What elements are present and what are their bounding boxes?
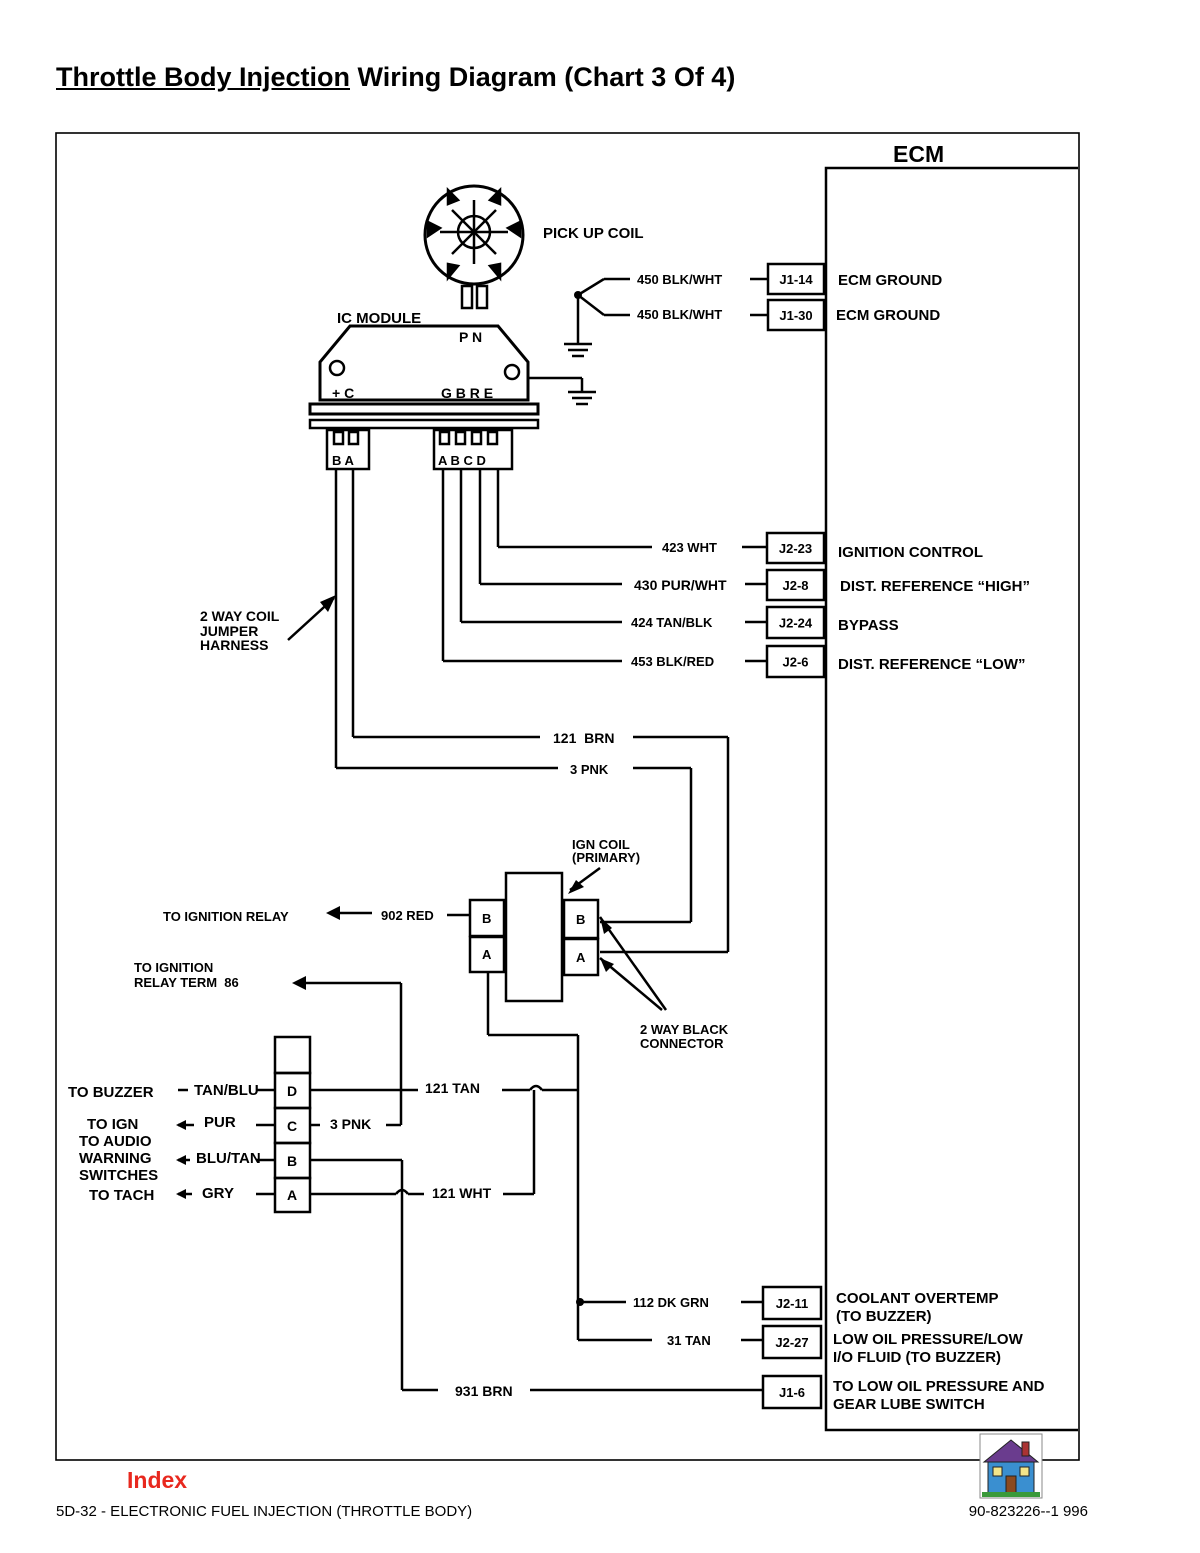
ecm-ground-wiring xyxy=(564,277,768,358)
ecm-pin-box xyxy=(761,1285,823,1321)
ecm-pin-description: ECM GROUND xyxy=(836,307,940,324)
to-ignition-relay: TO IGNITION RELAY xyxy=(163,909,289,924)
module-connector-wires xyxy=(287,469,767,954)
buzzer-color-1: TAN/BLU xyxy=(194,1082,259,1099)
wire-902: 902 RED xyxy=(381,908,434,923)
index-link[interactable]: Index xyxy=(127,1467,188,1493)
black-connector-line2: CONNECTOR xyxy=(640,1036,724,1051)
ecm-pin-box xyxy=(766,298,826,332)
buzzer-pin-a: A xyxy=(287,1187,297,1203)
jumper-harness-line3: HARNESS xyxy=(200,637,268,653)
ecm-pin-box xyxy=(766,262,826,296)
ecm-pin-label: J2-24 xyxy=(779,616,813,631)
jumper-harness-line1: 2 WAY COIL xyxy=(200,608,280,624)
wire-450-a: 450 BLK/WHT xyxy=(637,272,722,287)
wire-423: 423 WHT xyxy=(662,540,717,555)
home-icon[interactable] xyxy=(978,1432,1044,1500)
ecm-pin-box xyxy=(765,531,826,565)
ecm-pin-description: (TO BUZZER) xyxy=(836,1308,932,1325)
ic-pins-right: G B R E xyxy=(441,385,493,401)
wire-112: 112 DK GRN xyxy=(633,1295,709,1310)
diagram-frame xyxy=(55,132,1080,1461)
wire-121-wht: 121 WHT xyxy=(432,1185,492,1201)
buzzer-pin-d: D xyxy=(287,1083,297,1099)
coil-pin-left-a: A xyxy=(482,947,492,962)
wire-121-tan: 121 TAN xyxy=(425,1080,480,1096)
ecm-pin-description: ECM GROUND xyxy=(838,272,942,289)
buzzer-extra-2: TO TACH xyxy=(89,1187,154,1204)
to-ign-relay-term-line1: TO IGNITION xyxy=(134,960,213,975)
coil-pin-right-a: A xyxy=(576,950,586,965)
ecm-pin-box xyxy=(761,1324,823,1360)
plug-right-pins: A B C D xyxy=(438,453,486,468)
wire-453: 453 BLK/RED xyxy=(631,654,714,669)
buzzer-pin-b: B xyxy=(287,1153,297,1169)
page-title: Throttle Body Injection Wiring Diagram (… xyxy=(56,62,735,93)
ecm-pin-box xyxy=(765,644,826,679)
ecm-pin-label: J2-6 xyxy=(782,655,808,670)
ecm-pin-description: DIST. REFERENCE “LOW” xyxy=(838,656,1026,673)
ecm-pin-label: J2-11 xyxy=(776,1296,809,1311)
coil-pin-left-b: B xyxy=(482,911,491,926)
ecm-title: ECM xyxy=(893,141,944,167)
buzzer-dest-4: WARNING xyxy=(79,1150,152,1167)
wire-424: 424 TAN/BLK xyxy=(631,615,713,630)
jumper-harness-line2: JUMPER xyxy=(200,623,258,639)
footer-right: 90-823226--1 996 xyxy=(968,1503,1088,1520)
ecm-pin-label: J2-27 xyxy=(775,1335,808,1350)
buzzer-connector-symbol xyxy=(178,981,763,1392)
ecm-pin-description: LOW OIL PRESSURE/LOW xyxy=(833,1331,1024,1348)
ecm-pin-label: J2-8 xyxy=(782,578,808,593)
wire-31: 31 TAN xyxy=(667,1333,711,1348)
ecm-pin-group xyxy=(761,262,826,1410)
pickup-coil-symbol xyxy=(423,184,525,310)
wire-121-brn: 121 BRN xyxy=(553,730,614,746)
ecm-pin-description: I/O FLUID (TO BUZZER) xyxy=(833,1349,1001,1366)
buzzer-color-3: BLU/TAN xyxy=(196,1150,261,1167)
buzzer-dest-3: TO AUDIO xyxy=(79,1133,152,1150)
buzzer-extra-1: SWITCHES xyxy=(79,1167,158,1184)
ecm-pin-description: IGNITION CONTROL xyxy=(838,544,983,561)
plug-left-pins: B A xyxy=(332,453,355,468)
black-connector-line1: 2 WAY BLACK xyxy=(640,1022,729,1037)
ecm-pin-label: J2-23 xyxy=(779,541,812,556)
ign-coil-symbol xyxy=(330,866,763,1342)
wire-430: 430 PUR/WHT xyxy=(634,577,727,593)
ecm-pin-description: GEAR LUBE SWITCH xyxy=(833,1396,985,1413)
buzzer-color-2: PUR xyxy=(204,1114,236,1131)
to-ign-relay-term-line2: RELAY TERM 86 xyxy=(134,975,239,990)
buzzer-dest-2: TO IGN xyxy=(87,1116,138,1133)
title-underlined: Throttle Body Injection xyxy=(56,62,350,92)
ecm-pin-description: DIST. REFERENCE “HIGH” xyxy=(840,578,1030,595)
ic-pin-left: + C xyxy=(332,385,354,401)
buzzer-color-4: GRY xyxy=(202,1185,234,1202)
ic-pins-top: P N xyxy=(459,329,482,345)
ecm-pin-box xyxy=(765,568,826,602)
wire-3-pnk: 3 PNK xyxy=(570,762,609,777)
ecm-pin-label: J1-6 xyxy=(779,1385,805,1400)
footer-left: 5D-32 - ELECTRONIC FUEL INJECTION (THROT… xyxy=(56,1503,473,1520)
ecm-pin-box xyxy=(765,605,826,640)
buzzer-pin-c: C xyxy=(287,1118,297,1134)
buzzer-dest-1: TO BUZZER xyxy=(68,1084,154,1101)
ecm-pin-description: COOLANT OVERTEMP xyxy=(836,1290,999,1307)
ecm-pin-box xyxy=(761,1374,823,1410)
pickup-coil-label: PICK UP COIL xyxy=(543,225,644,242)
ecm-pin-description: BYPASS xyxy=(838,617,899,634)
ic-module-symbol xyxy=(308,324,596,471)
ign-coil-line1: IGN COIL xyxy=(572,837,630,852)
ign-coil-line2: (PRIMARY) xyxy=(572,850,640,865)
ecm-pin-label: J1-14 xyxy=(779,272,813,287)
coil-pin-right-b: B xyxy=(576,912,585,927)
title-rest: Wiring Diagram (Chart 3 Of 4) xyxy=(357,62,736,92)
ic-module-label: IC MODULE xyxy=(337,310,421,327)
ecm-pin-description: TO LOW OIL PRESSURE AND xyxy=(833,1378,1045,1395)
wire-450-b: 450 BLK/WHT xyxy=(637,307,722,322)
wire-3-pnk-2: 3 PNK xyxy=(330,1116,371,1132)
wire-931: 931 BRN xyxy=(455,1383,513,1399)
ecm-pin-label: J1-30 xyxy=(779,308,812,323)
ecm-box xyxy=(824,166,1078,1432)
